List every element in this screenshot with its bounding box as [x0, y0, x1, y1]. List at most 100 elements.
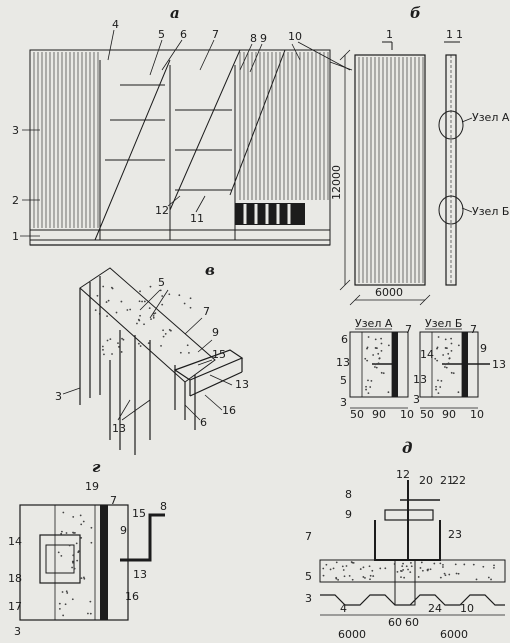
- texture-dot: [106, 339, 109, 342]
- g-insulation: [54, 504, 96, 621]
- texture-dot: [419, 567, 422, 569]
- texture-dot: [378, 357, 381, 360]
- texture-dot: [435, 388, 437, 391]
- texture-dot: [107, 299, 110, 302]
- panel-label-g: г: [92, 458, 101, 476]
- texture-dot: [437, 392, 440, 395]
- texture-dot: [400, 576, 402, 578]
- callout-v-9: 9: [212, 326, 219, 339]
- texture-dot: [72, 554, 75, 557]
- texture-dot: [444, 363, 447, 366]
- texture-dot: [337, 578, 339, 581]
- callout-d-20: 20: [419, 474, 433, 487]
- texture-dot: [445, 347, 448, 350]
- node-a-post: [392, 332, 398, 397]
- texture-dot: [329, 568, 332, 571]
- texture-dot: [186, 344, 189, 347]
- texture-dot: [372, 354, 375, 356]
- texture-dot: [64, 603, 67, 606]
- callout-11: 11: [190, 212, 204, 225]
- texture-dot: [450, 349, 453, 352]
- dim-d-60a: 60: [388, 616, 402, 629]
- texture-dot: [102, 285, 105, 288]
- texture-dot: [374, 363, 377, 366]
- callout-g-8: 8: [160, 500, 167, 513]
- callout-g-19: 19: [85, 480, 99, 493]
- texture-dot: [366, 346, 369, 349]
- callout-g-15: 15: [132, 507, 146, 520]
- texture-dot: [60, 532, 63, 535]
- texture-dot: [121, 337, 123, 340]
- texture-dot: [178, 294, 181, 297]
- callout-d-23: 23: [448, 528, 462, 541]
- callout-5: 5: [158, 28, 165, 41]
- texture-dot: [399, 570, 402, 572]
- texture-dot: [138, 300, 141, 303]
- g-channel: [39, 534, 81, 584]
- texture-dot: [437, 379, 439, 382]
- texture-dot: [364, 577, 366, 579]
- panel-stripes: [358, 57, 424, 283]
- callout-v-13: 13: [235, 378, 249, 391]
- node-a-circle: [438, 110, 464, 140]
- callout-g-13: 13: [133, 568, 147, 581]
- texture-dot: [455, 572, 458, 575]
- node-b-circle: [438, 195, 464, 225]
- texture-dot: [436, 346, 439, 349]
- texture-dot: [139, 314, 141, 317]
- texture-dot: [129, 308, 132, 311]
- panel-outline: [354, 54, 426, 286]
- g-dots: [57, 511, 93, 617]
- wall-layers: [79, 276, 196, 455]
- callout-v-7: 7: [203, 305, 210, 318]
- texture-dot: [89, 600, 92, 603]
- texture-dot: [442, 354, 445, 356]
- callout-na-13: 13: [336, 356, 350, 369]
- panel-label-d: д: [402, 439, 412, 457]
- texture-dot: [433, 562, 436, 565]
- texture-dot: [448, 357, 451, 360]
- texture-dot: [141, 300, 143, 303]
- texture-dot: [384, 567, 387, 570]
- texture-dot: [105, 301, 108, 303]
- texture-dot: [152, 314, 155, 317]
- callout-na-6: 6: [341, 333, 348, 346]
- texture-dot: [57, 551, 60, 554]
- callout-d-7: 7: [305, 530, 312, 543]
- dim-b-10: 10: [470, 408, 484, 421]
- texture-dot: [68, 544, 71, 547]
- texture-dot: [447, 352, 450, 355]
- d-dots: [322, 561, 495, 581]
- texture-dot: [380, 371, 383, 374]
- g-bolt: [45, 544, 75, 574]
- texture-dot: [71, 598, 74, 601]
- texture-dot: [58, 607, 61, 610]
- texture-dot: [374, 338, 377, 341]
- callout-nb-13: 13: [413, 373, 427, 386]
- dim-d-6000-right: 6000: [440, 628, 468, 641]
- texture-dot: [436, 359, 439, 362]
- panel-a-leaders: [20, 29, 351, 237]
- texture-dot: [80, 536, 83, 539]
- texture-dot: [111, 353, 113, 355]
- callout-d-10: 10: [460, 602, 474, 615]
- callout-v-6: 6: [200, 416, 207, 429]
- texture-dot: [475, 578, 478, 581]
- texture-dot: [341, 565, 344, 568]
- texture-dot: [325, 563, 328, 566]
- texture-dot: [369, 578, 371, 581]
- callout-v-3: 3: [55, 390, 62, 403]
- section-mark-1b: 1: [446, 28, 453, 41]
- texture-dot: [168, 328, 171, 331]
- texture-dot: [106, 315, 108, 317]
- texture-dot: [343, 575, 346, 578]
- texture-dot: [65, 532, 68, 534]
- texture-dot: [71, 566, 73, 569]
- texture-dot: [76, 559, 79, 562]
- texture-dot: [126, 309, 129, 311]
- texture-dot: [375, 366, 378, 369]
- d-corrugation: [320, 594, 505, 606]
- callout-g-18: 18: [8, 572, 22, 585]
